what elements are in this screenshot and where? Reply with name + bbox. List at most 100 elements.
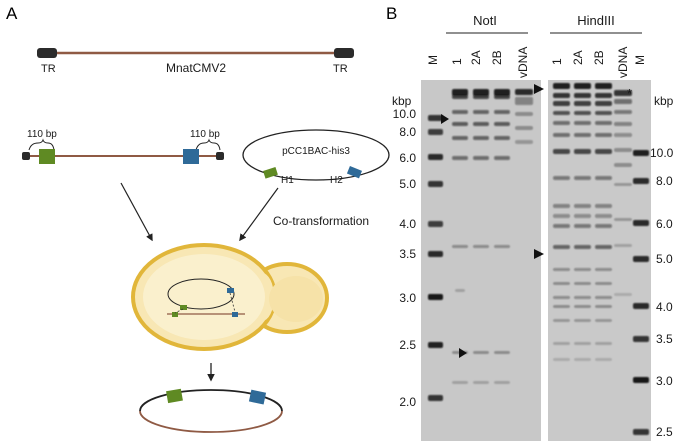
gel-band xyxy=(428,181,443,187)
gel-band xyxy=(494,351,510,354)
gel-band xyxy=(574,121,591,125)
gel-band xyxy=(428,115,443,121)
gel-band xyxy=(494,89,510,96)
left-tr-box xyxy=(37,48,57,58)
gel-band xyxy=(553,224,570,228)
gel-band xyxy=(574,282,591,285)
gel-band xyxy=(574,176,591,180)
gel-band xyxy=(452,381,468,384)
gel-band xyxy=(553,176,570,180)
gel1-enzyme-label: NotI xyxy=(473,13,497,28)
gel-band xyxy=(574,111,591,115)
pcr-fragment-diagram: 110 bp 110 bp xyxy=(22,129,224,164)
gel2-mid-arrowhead xyxy=(534,249,544,259)
right-marker-labels: 10.0 8.0 6.0 5.0 4.0 3.5 3.0 2.5 xyxy=(650,146,674,439)
gel-band xyxy=(553,296,570,299)
final-bac-circle xyxy=(139,388,283,433)
gel-band xyxy=(633,429,649,435)
gel-band xyxy=(595,268,612,271)
gel-band xyxy=(595,358,612,361)
gel-band xyxy=(473,136,489,140)
gel-band xyxy=(428,251,443,257)
gel1-lane-label: 2B xyxy=(490,50,504,65)
left-kbp-unit: kbp xyxy=(392,94,412,108)
right-marker-label: 6.0 xyxy=(656,217,673,231)
left-marker-label: 4.0 xyxy=(399,217,416,231)
gel-band xyxy=(515,97,533,105)
gel2-top-arrowhead xyxy=(534,84,544,94)
gel-band xyxy=(574,342,591,345)
gel-band xyxy=(494,122,510,126)
gel-band xyxy=(614,99,632,104)
gel-band xyxy=(428,154,443,160)
left-tr-label: TR xyxy=(41,63,56,75)
fragment-to-yeast-arrow xyxy=(120,182,153,242)
gel-band xyxy=(473,89,489,96)
final-green-box xyxy=(166,388,183,404)
asterisk-mark: * xyxy=(627,86,632,101)
gel-band xyxy=(452,110,468,114)
gel-band xyxy=(494,110,510,114)
left-marker-label: 2.0 xyxy=(399,395,416,409)
right-fragment-end xyxy=(216,152,224,160)
right-overhang-brace xyxy=(195,138,221,151)
co-transformation-label: Co-transformation xyxy=(273,214,369,228)
left-marker-label: 3.0 xyxy=(399,291,416,305)
gel-band xyxy=(614,122,632,126)
gel-band xyxy=(595,319,612,322)
gel-band xyxy=(614,163,632,167)
gel-band xyxy=(595,176,612,180)
vector-circle xyxy=(242,129,390,181)
gel-band xyxy=(473,245,489,248)
gel-band xyxy=(574,93,591,98)
gel-band xyxy=(553,133,570,137)
right-marker-label: 5.0 xyxy=(656,252,673,266)
gel-band xyxy=(553,319,570,322)
h1-label: H1 xyxy=(281,175,294,186)
panel-b-letter: B xyxy=(386,4,397,23)
gel-band xyxy=(473,351,489,354)
left-overhang-brace xyxy=(28,138,55,151)
gel-band xyxy=(574,133,591,137)
right-marker-label: 4.0 xyxy=(656,300,673,314)
gel2-lane-label: 2B xyxy=(592,50,606,65)
gel-band xyxy=(633,303,649,309)
gel-band xyxy=(595,83,612,89)
gel-band xyxy=(574,319,591,322)
lane-labels: M 1 2A 2B vDNA 1 2A 2B vDNA M xyxy=(426,47,647,78)
gel-band xyxy=(553,214,570,218)
gel-band xyxy=(515,89,533,95)
yeast-cell xyxy=(131,243,329,351)
left-overhang-label: 110 bp xyxy=(27,129,57,140)
gel-band xyxy=(633,150,649,156)
gel-band xyxy=(614,244,632,247)
gel-band xyxy=(614,293,632,296)
right-tr-label: TR xyxy=(333,63,348,75)
gel2-lane-label: 1 xyxy=(550,58,564,65)
gel-band xyxy=(633,256,649,262)
gel-band xyxy=(574,214,591,218)
gel-band xyxy=(614,90,632,96)
gel-band xyxy=(553,268,570,271)
gel-band xyxy=(595,101,612,106)
gel-band xyxy=(614,183,632,186)
left-marker-label: 8.0 xyxy=(399,125,416,139)
panel-a-letter: A xyxy=(6,4,18,23)
gel-band xyxy=(428,395,443,401)
gel-band xyxy=(553,111,570,115)
yeast-vector-circle xyxy=(167,278,235,310)
gel-band xyxy=(428,221,443,227)
gel-band xyxy=(515,112,533,116)
yeast-fragment-green xyxy=(172,312,178,317)
gel-band xyxy=(574,268,591,271)
right-marker-label: 3.5 xyxy=(656,332,673,346)
gel-band xyxy=(553,204,570,208)
genome-name-label: MnatCMV2 xyxy=(166,61,226,75)
final-blue-box xyxy=(248,389,267,405)
gel-band xyxy=(633,220,649,226)
gel-band xyxy=(455,289,465,292)
gel-band xyxy=(494,136,510,140)
left-marker-labels: 10.0 8.0 6.0 5.0 4.0 3.5 3.0 2.5 2.0 xyxy=(393,107,417,409)
final-circle-top xyxy=(139,389,283,412)
right-marker-label: 10.0 xyxy=(650,146,674,160)
